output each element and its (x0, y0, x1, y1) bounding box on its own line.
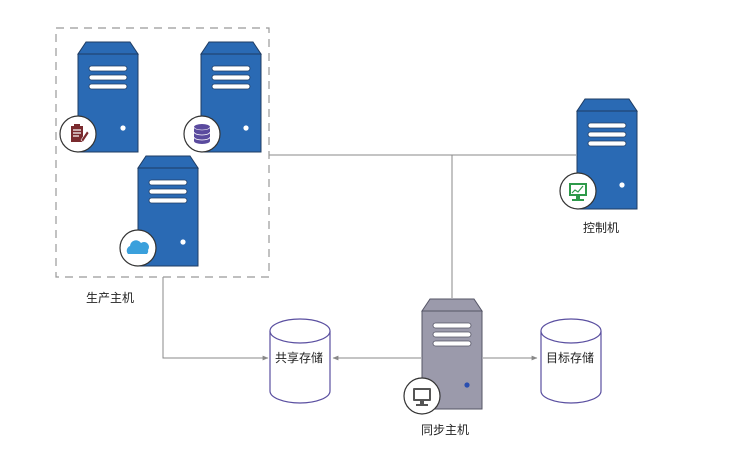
monitor-icon (403, 377, 441, 415)
production-server-1[interactable] (59, 41, 139, 153)
control-server-label: 控制机 (583, 221, 619, 235)
production-to-shared-storage-arrow (162, 277, 269, 361)
production-group-border (55, 27, 270, 278)
production-server-3[interactable] (119, 155, 199, 267)
production-group-label: 生产主机 (86, 291, 134, 305)
sync-server[interactable] (403, 298, 483, 415)
monitor-chart-icon (559, 172, 597, 210)
sync-server-label: 同步主机 (421, 423, 469, 437)
target-storage-label: 目标存储 (546, 350, 594, 365)
cloud-icon (119, 229, 157, 267)
edit-document-icon (59, 115, 97, 153)
shared-storage-label: 共享存储 (275, 350, 323, 365)
control-server[interactable] (559, 98, 638, 210)
connections (162, 154, 576, 361)
database-icon (183, 115, 221, 153)
production-server-2[interactable] (183, 41, 262, 153)
